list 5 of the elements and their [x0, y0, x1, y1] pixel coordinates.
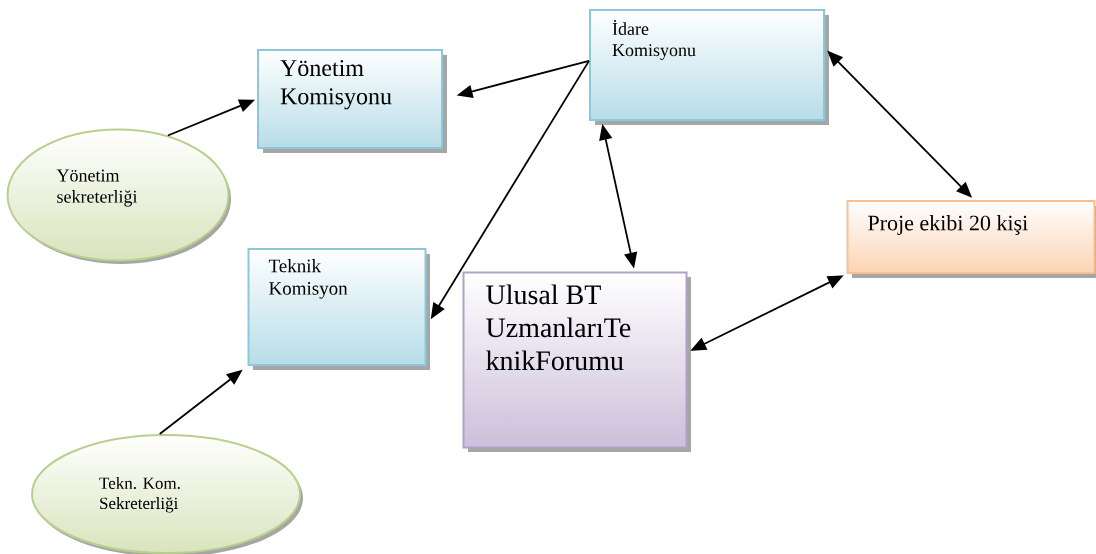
committee-box: İdare Komisyonu [589, 9, 829, 125]
committee-box: Teknik Komisyon [247, 248, 430, 370]
forum-box: Ulusal BT UzmanlarıTe knikForumu [462, 271, 691, 452]
committee-box: Yönetim Komisyonu [257, 49, 447, 153]
team-box: Proje ekibi 20 kişi [846, 200, 1096, 278]
